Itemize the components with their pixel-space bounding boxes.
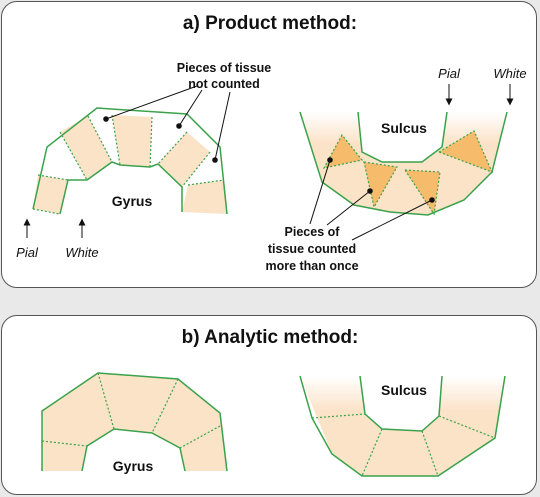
sulcus-tissue (300, 112, 507, 215)
not-counted-label-line2: not counted (188, 77, 260, 91)
white-surface-line (357, 111, 448, 163)
tissue-piece (60, 116, 112, 180)
white-label-right: White (493, 66, 526, 81)
pial-surface-line (299, 375, 506, 477)
pial-surface-line (41, 372, 228, 472)
overlap-piece (324, 135, 362, 168)
analytic-method-panel: b) Analytic method: G (1, 315, 537, 495)
pial-surface-line (32, 107, 228, 215)
sulcus-product-diagram (299, 111, 508, 216)
pial-label-left: Pial (16, 245, 39, 260)
sulcus-label: Sulcus (381, 382, 427, 398)
product-method-panel: a) Product method: (1, 1, 537, 288)
panel-a-title: a) Product method: (183, 13, 357, 34)
not-counted-label-line1: Pieces of tissue (177, 61, 272, 75)
overlap-piece (364, 162, 397, 207)
sulcus-label: Sulcus (381, 120, 427, 136)
white-surface-line (81, 428, 186, 472)
product-method-diagram: a) Product method: (16, 13, 526, 273)
tissue-piece (182, 180, 227, 214)
gyrus-analytic-diagram (41, 372, 228, 472)
gyrus-tissue (42, 373, 227, 471)
gyrus-label: Gyrus (112, 193, 153, 209)
analytic-method-diagram: b) Analytic method: G (41, 327, 506, 477)
gyrus-label: Gyrus (113, 458, 154, 474)
sulcus-analytic-diagram (299, 375, 506, 477)
pial-label-right: Pial (438, 66, 461, 81)
overlap-piece (405, 170, 440, 214)
counted-label-line1: Pieces of (285, 225, 341, 239)
tissue-piece (112, 115, 152, 167)
gyrus-product-diagram (32, 107, 228, 215)
panel-b-title: b) Analytic method: (182, 327, 359, 348)
tissue-piece (33, 175, 68, 214)
overlap-piece (439, 131, 492, 172)
pial-surface-line (299, 111, 508, 216)
counted-label-line2: tissue counted (268, 242, 356, 256)
tissue-piece (158, 132, 210, 187)
white-surface-line (59, 161, 183, 215)
counted-label-line3: more than once (265, 259, 358, 273)
white-surface-line (359, 375, 443, 432)
annotation-pointers (103, 85, 435, 241)
sulcus-tissue (300, 376, 505, 476)
white-label-left: White (65, 245, 98, 260)
